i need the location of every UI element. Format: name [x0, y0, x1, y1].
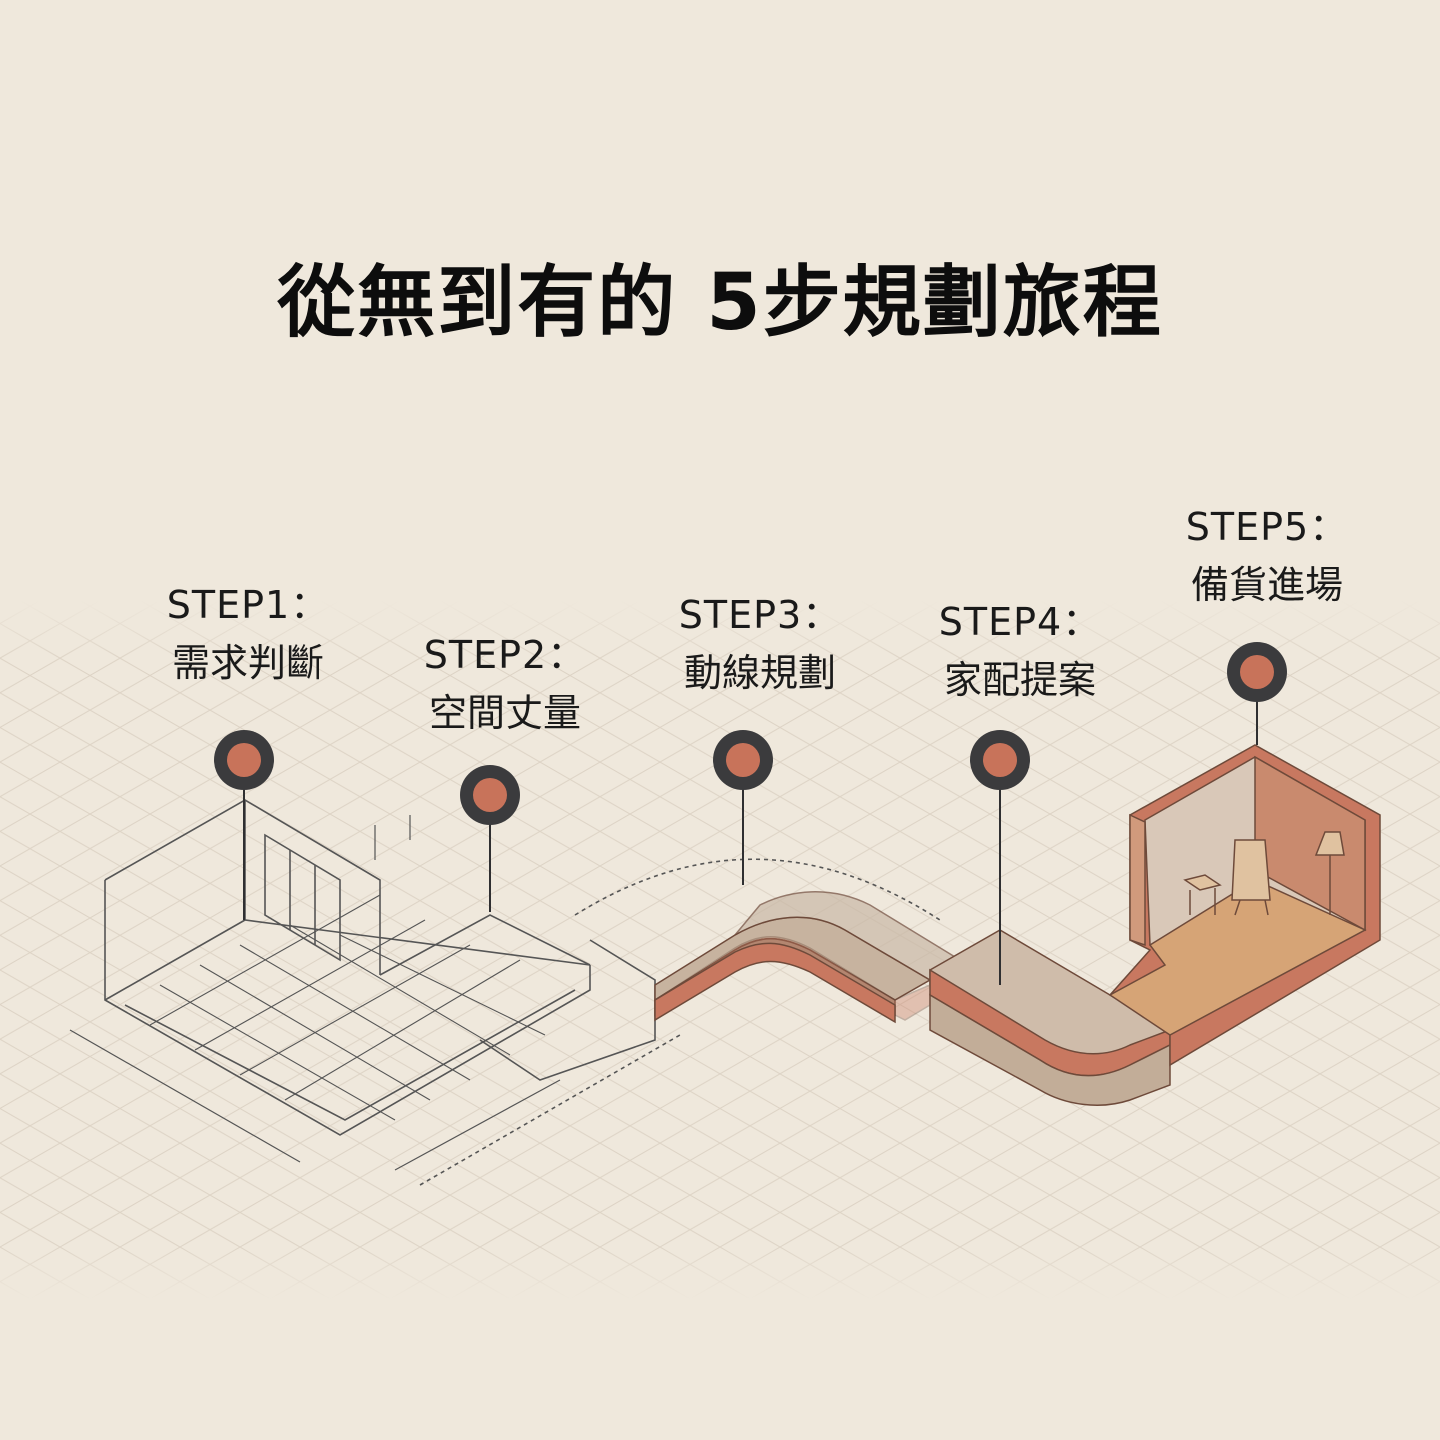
step2-pin-icon — [460, 765, 520, 825]
step-label: STEP1： — [166, 583, 330, 627]
step4-pin-icon — [970, 730, 1030, 790]
step-text: 空間丈量 — [428, 691, 581, 735]
step-1: STEP1： 需求判斷 — [118, 576, 378, 692]
step-5: STEP5： 備貨進場 — [1137, 498, 1397, 614]
step3-pin-icon — [713, 730, 773, 790]
page-title: 從無到有的 5步規劃旅程 — [277, 258, 1163, 348]
step-label: STEP4： — [938, 600, 1102, 644]
step-text: 需求判斷 — [171, 641, 324, 685]
step-4: STEP4： 家配提案 — [890, 593, 1150, 709]
step-label: STEP2： — [423, 633, 587, 677]
step-label: STEP5： — [1185, 505, 1349, 549]
step-text: 備貨進場 — [1190, 563, 1343, 607]
step-text: 家配提案 — [943, 658, 1096, 702]
furnished-room — [1108, 744, 1381, 1067]
step-3: STEP3： 動線規劃 — [630, 586, 890, 702]
wireframe-room — [69, 799, 941, 1186]
step5-pin-icon — [1227, 642, 1287, 702]
path-section — [654, 891, 962, 1024]
step-label: STEP3： — [678, 593, 842, 637]
step-text: 動線規劃 — [683, 651, 836, 695]
step-2: STEP2： 空間丈量 — [375, 626, 635, 742]
step1-pin-icon — [214, 730, 274, 790]
